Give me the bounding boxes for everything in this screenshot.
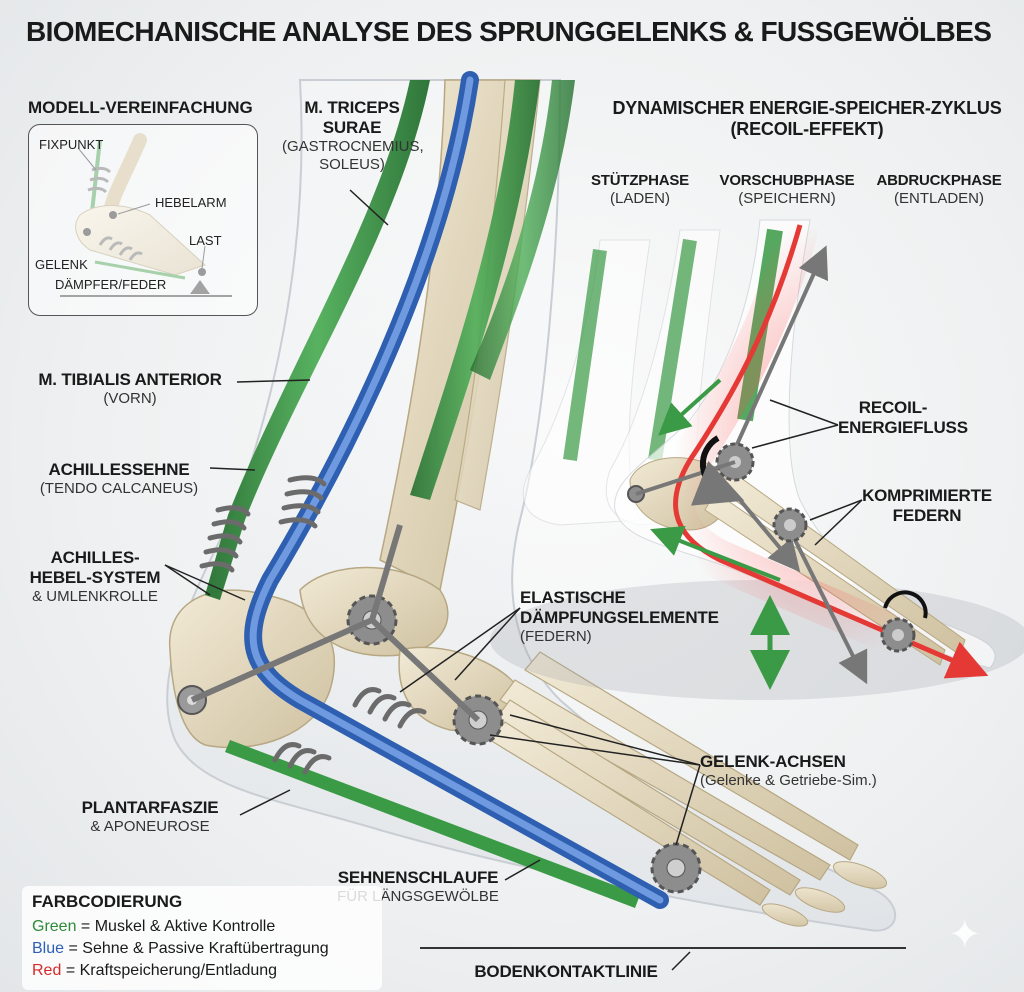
label-triceps: M. TRICEPS SURAE (GASTROCNEMIUS, SOLEUS): [282, 98, 424, 173]
spring-elements: [199, 475, 427, 775]
cycle-illustration: [490, 219, 1024, 700]
inset-label-daempfer: DÄMPFER/FEDER: [55, 277, 167, 292]
label-gelenk-achsen: GELENK-ACHSEN (Gelenke & Getriebe-Sim.): [700, 752, 877, 790]
phase-vorschub: VORSCHUBPHASE (SPEICHERN): [719, 172, 855, 207]
label-hebel-system: ACHILLES-HEBEL-SYSTEM & UMLENKROLLE: [29, 548, 161, 606]
phase-stuetz: STÜTZPHASE (LADEN): [590, 172, 689, 207]
color-legend: FARBCODIERUNG Green = Muskel & Aktive Ko…: [22, 886, 382, 990]
legend-item-green: Green = Muskel & Aktive Kontrolle: [32, 918, 276, 935]
joint-gears: [177, 524, 702, 894]
muscle-bands: [205, 80, 640, 908]
sparkle-icon: ✦: [948, 913, 982, 957]
leader-lines: [164, 189, 863, 971]
inset-label-gelenk: GELENK: [35, 257, 88, 272]
legend-title: FARBCODIERUNG: [32, 892, 183, 911]
inset-label-last: LAST: [189, 233, 222, 248]
cycle-title: DYNAMISCHER ENERGIE-SPEICHER-ZYKLUS (REC…: [612, 98, 1002, 140]
inset-label-hebelarm: HEBELARM: [155, 195, 227, 210]
label-tibialis: M. TIBIALIS ANTERIOR (VORN): [38, 370, 222, 408]
legend-item-red: Red = Kraftspeicherung/Entladung: [32, 962, 278, 979]
label-achilles: ACHILLESSEHNE (TENDO CALCANEUS): [39, 460, 199, 498]
inset-box: FIXPUNKT HEBELARM LAST GELENK DÄMPFER/FE…: [28, 124, 258, 316]
phase-abdruck: ABDRUCKPHASE (ENTLADEN): [876, 172, 1002, 207]
page-title: BIOMECHANISCHE ANALYSE DES SPRUNGGELENKS…: [26, 16, 992, 47]
label-elastische-daempfung: ELASTISCHE DÄMPFUNGSELEMENTE (FEDERN): [520, 588, 719, 646]
inset-label-fixpunkt: FIXPUNKT: [39, 137, 104, 152]
label-komprimierte-federn: KOMPRIMIERTE FEDERN: [862, 486, 992, 526]
label-bodenkontaktlinie: BODENKONTAKTLINIE: [474, 962, 658, 981]
label-recoil: RECOIL-ENERGIEFLUSS: [838, 398, 968, 438]
inset-heading: MODELL-VEREINFACHUNG: [28, 98, 253, 117]
label-plantarfaszie: PLANTARFASZIE & APONEUROSE: [81, 798, 219, 836]
legend-item-blue: Blue = Sehne & Passive Kraftübertragung: [32, 940, 329, 957]
